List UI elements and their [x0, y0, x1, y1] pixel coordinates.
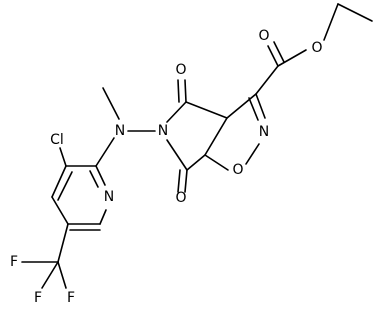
- bond-lines: [21, 3, 373, 289]
- bond: [267, 45, 279, 67]
- atom-label-cl: Cl: [50, 132, 64, 148]
- bond: [89, 170, 99, 188]
- bond: [204, 154, 229, 171]
- atom-label-f-bottom-left: F: [34, 290, 42, 306]
- bond: [337, 3, 373, 22]
- atom-label-n-isoxazoline: N: [259, 124, 269, 140]
- bond: [102, 87, 120, 120]
- atom-label-o-ester-carbonyl: O: [258, 28, 269, 44]
- bond: [57, 171, 73, 201]
- bond: [95, 137, 115, 167]
- bond: [184, 79, 187, 103]
- atom-label-n-imide: N: [158, 123, 168, 139]
- bond: [177, 169, 181, 193]
- atom-label-o-ester-ether: O: [311, 40, 322, 56]
- bond: [51, 196, 69, 225]
- bond: [57, 261, 67, 289]
- bond: [185, 101, 228, 119]
- atom-label-n-pyridine: N: [104, 189, 114, 205]
- bond: [51, 165, 67, 198]
- bond: [245, 143, 260, 165]
- bond: [255, 65, 279, 95]
- bond: [99, 209, 107, 225]
- bond: [226, 93, 257, 119]
- atom-label-o-isoxazoline: O: [232, 162, 243, 178]
- atom-label-f-left: F: [10, 254, 18, 270]
- bond: [59, 147, 67, 167]
- atom-label-n-amine: N: [115, 123, 125, 139]
- atom-labels: Cl N N N O N O O O O F F F: [10, 28, 323, 306]
- atom-label-f-bottom-right: F: [67, 290, 75, 306]
- bond: [95, 165, 106, 186]
- bond: [184, 169, 188, 193]
- bond: [277, 49, 307, 67]
- atom-label-o-ketone-top: O: [175, 62, 186, 78]
- bond: [41, 261, 59, 289]
- bond: [166, 139, 188, 171]
- bond: [273, 41, 285, 63]
- bond: [177, 79, 180, 103]
- bond: [204, 117, 228, 156]
- bond: [186, 154, 206, 171]
- bond: [166, 101, 187, 123]
- bond: [323, 3, 339, 41]
- bond: [255, 93, 266, 119]
- bond: [248, 97, 259, 121]
- atom-label-o-ketone-bottom: O: [175, 190, 186, 206]
- bond: [57, 223, 69, 263]
